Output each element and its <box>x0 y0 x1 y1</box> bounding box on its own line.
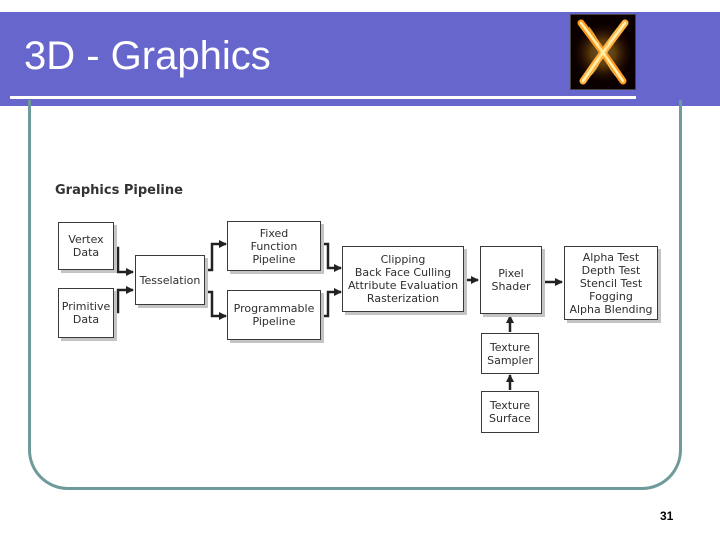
page-number: 31 <box>660 509 674 523</box>
slide-title: 3D - Graphics <box>24 34 271 78</box>
primitive-data-box: Primitive Data <box>58 288 114 338</box>
content-frame <box>28 100 682 490</box>
programmable-pipeline-box: Programmable Pipeline <box>227 290 321 340</box>
raster-stage-box: Clipping Back Face Culling Attribute Eva… <box>342 246 464 312</box>
arrow-fixed-to-raster <box>321 242 342 272</box>
arrow-tesselation-to-programmable <box>205 290 227 320</box>
texture-sampler-box: Texture Sampler <box>481 333 539 374</box>
pixel-shader-box: Pixel Shader <box>480 246 542 314</box>
texture-surface-box: Texture Surface <box>481 391 539 433</box>
fixed-function-box: Fixed Function Pipeline <box>227 221 321 271</box>
vertex-data-box: Vertex Data <box>58 222 114 270</box>
arrow-vertex-to-tesselation <box>113 246 134 276</box>
title-underline <box>10 96 636 99</box>
arrow-programmable-to-raster <box>321 288 342 318</box>
arrow-tesselation-to-fixed <box>205 240 227 272</box>
output-stage-box: Alpha Test Depth Test Stencil Test Foggi… <box>564 246 658 320</box>
diagram-title: Graphics Pipeline <box>55 183 183 198</box>
x-logo-icon <box>570 14 636 90</box>
arrow-primitive-to-tesselation <box>113 286 134 314</box>
tesselation-box: Tesselation <box>135 255 205 305</box>
